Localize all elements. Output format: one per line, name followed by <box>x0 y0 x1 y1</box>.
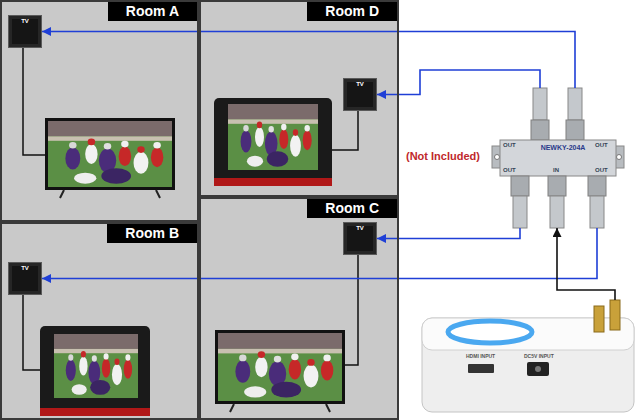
tv-frame <box>40 326 150 416</box>
coax-connector <box>377 70 540 95</box>
room-heading: Room B <box>107 224 197 243</box>
wall-plate: TV <box>8 15 42 48</box>
port-nut <box>531 120 549 140</box>
tv-stand <box>60 190 160 198</box>
port-label: OUT <box>595 142 608 149</box>
plate-label: TV <box>9 18 41 25</box>
port-nut <box>548 176 566 196</box>
rf-connector <box>610 300 620 330</box>
port-barrel <box>533 88 547 120</box>
wall-plate: TV <box>8 262 42 295</box>
port-nut <box>566 120 584 140</box>
room-box: Room D TV <box>199 0 399 197</box>
tv-screen <box>54 334 138 398</box>
mount-hole <box>617 155 622 160</box>
tv-screen <box>228 104 318 170</box>
light-ring <box>448 321 532 343</box>
flat-tv <box>215 330 345 412</box>
room-heading: Room A <box>108 2 197 21</box>
rf-connector <box>594 306 604 332</box>
splitter-box: NEWKY-204A <box>498 88 628 228</box>
modulator-box: HDMI INPUT DC5V INPUT <box>420 300 634 412</box>
port-label: OUT <box>503 142 516 149</box>
port-barrel <box>550 196 564 228</box>
model-label: NEWKY-204A <box>498 144 628 152</box>
room-heading: Room D <box>307 2 397 21</box>
tv-wire <box>23 295 40 370</box>
tv-base <box>214 178 332 186</box>
tv-wire <box>332 111 358 150</box>
dc-port <box>527 362 549 376</box>
plate-label: TV <box>344 81 376 88</box>
tv-base <box>40 408 150 416</box>
port-barrel <box>568 88 582 120</box>
room-heading: Room C <box>307 199 397 218</box>
mount-hole <box>495 155 500 160</box>
port-label: IN <box>553 167 559 174</box>
tv-stand <box>230 404 330 412</box>
port-label: DC5V INPUT <box>524 353 554 359</box>
coax-connector <box>557 228 615 300</box>
tv-screen <box>48 121 172 187</box>
dc-pin <box>535 366 541 372</box>
tv-frame <box>214 98 332 186</box>
wall-plate: TV <box>343 78 377 111</box>
floor-plan <box>0 0 399 420</box>
tv-wire <box>23 48 45 155</box>
splitter-illustration <box>492 88 624 228</box>
crt-tv <box>214 98 332 186</box>
port-nut <box>588 176 606 196</box>
tv-screen <box>218 333 342 401</box>
room-box: Room B TV <box>0 222 199 420</box>
plate-label: TV <box>9 265 41 272</box>
port-label: HDMI INPUT <box>466 353 495 359</box>
room-box: Room A TV <box>0 0 199 222</box>
tv-frame <box>45 118 175 190</box>
port-barrel <box>513 196 527 228</box>
port-nut <box>511 176 529 196</box>
port-barrel <box>590 196 604 228</box>
plate-label: TV <box>344 225 376 232</box>
hdmi-port <box>468 364 494 373</box>
port-label: OUT <box>595 167 608 174</box>
wall-plate: TV <box>343 222 377 255</box>
coax-connector <box>42 32 575 89</box>
port-label: OUT <box>503 167 516 174</box>
modulator-illustration <box>422 300 634 412</box>
room-box: Room C TV <box>199 197 399 420</box>
crt-tv <box>40 326 150 416</box>
tv-wire <box>345 255 358 365</box>
note-text: (Not Included) <box>406 150 480 163</box>
flat-tv <box>45 118 175 198</box>
tv-frame <box>215 330 345 404</box>
